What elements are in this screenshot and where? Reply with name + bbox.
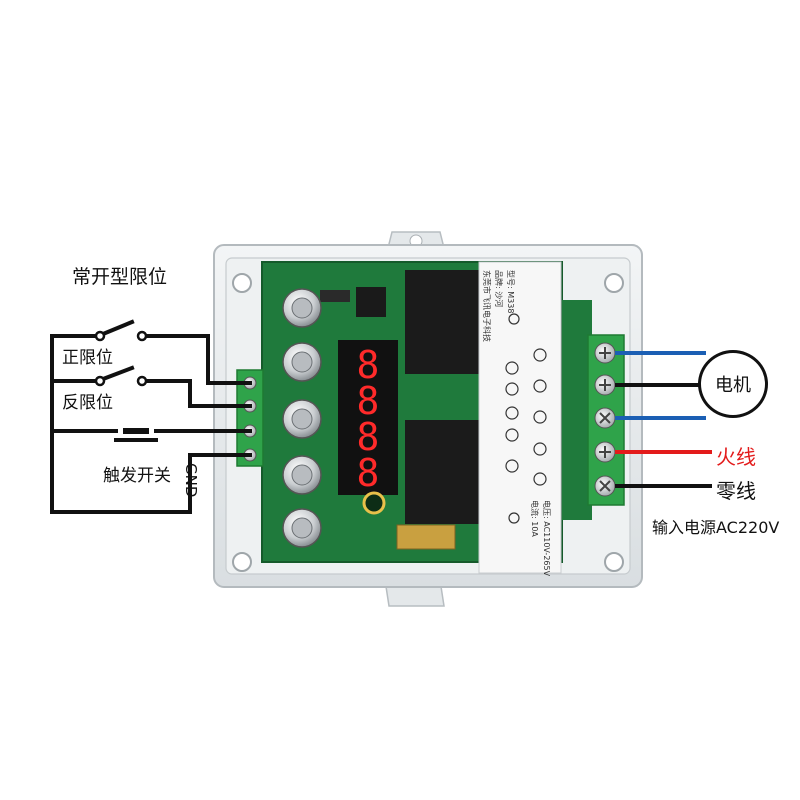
terminal-screw[interactable]: [594, 475, 616, 497]
relay: [405, 420, 479, 524]
negative-limit-label: 反限位: [62, 393, 113, 413]
ic-chip: [320, 287, 386, 317]
terminal-screw[interactable]: [594, 441, 616, 463]
display-digit: 8: [357, 343, 380, 387]
motor-wiring: [615, 351, 706, 420]
normally-open-limit-title: 常开型限位: [72, 266, 168, 288]
display-digit: 8: [357, 451, 380, 495]
neutral-wire-label: 零线: [716, 479, 756, 503]
gnd-label: GND: [182, 463, 200, 498]
trigger-switch-label: 触发开关: [103, 466, 171, 486]
motor-symbol: 电机: [698, 350, 768, 418]
display-digit: 8: [357, 379, 380, 423]
limit-switch-wiring: [50, 319, 252, 514]
seven-segment-display: 8 8 8 8: [338, 340, 398, 495]
push-button[interactable]: [282, 508, 322, 548]
label-company: 东莞市飞讯电子科技: [482, 270, 492, 342]
push-button[interactable]: [282, 399, 322, 439]
power-input-label: 输入电源AC220V: [652, 518, 780, 537]
switch-contacts: [94, 330, 148, 387]
display-digit: 8: [357, 415, 380, 459]
label-model-line2: 型号: M338: [506, 270, 515, 313]
label-voltage: 电压: AC110V-265V: [542, 500, 552, 577]
push-button[interactable]: [282, 342, 322, 382]
terminal-screw[interactable]: [594, 342, 616, 364]
positive-limit-label: 正限位: [62, 348, 113, 368]
terminal-screw[interactable]: [594, 407, 616, 429]
live-wire-label: 火线: [716, 445, 756, 469]
info-label-panel: 品牌: 沙河 型号: M338 东莞市飞讯电子科技 电压: AC110V-265…: [478, 261, 562, 577]
fuse: [396, 524, 456, 550]
capacitor: [362, 491, 386, 515]
label-model-line1: 品牌: 沙河: [494, 270, 504, 307]
label-current: 电流: 10A: [530, 500, 540, 537]
relay: [405, 270, 479, 374]
terminal-screw[interactable]: [594, 374, 616, 396]
motor-label: 电机: [715, 375, 751, 396]
left-terminal-block: [236, 369, 264, 467]
push-button[interactable]: [282, 288, 322, 328]
button-column: [282, 288, 322, 548]
power-wiring: [615, 450, 712, 488]
push-button[interactable]: [282, 455, 322, 495]
